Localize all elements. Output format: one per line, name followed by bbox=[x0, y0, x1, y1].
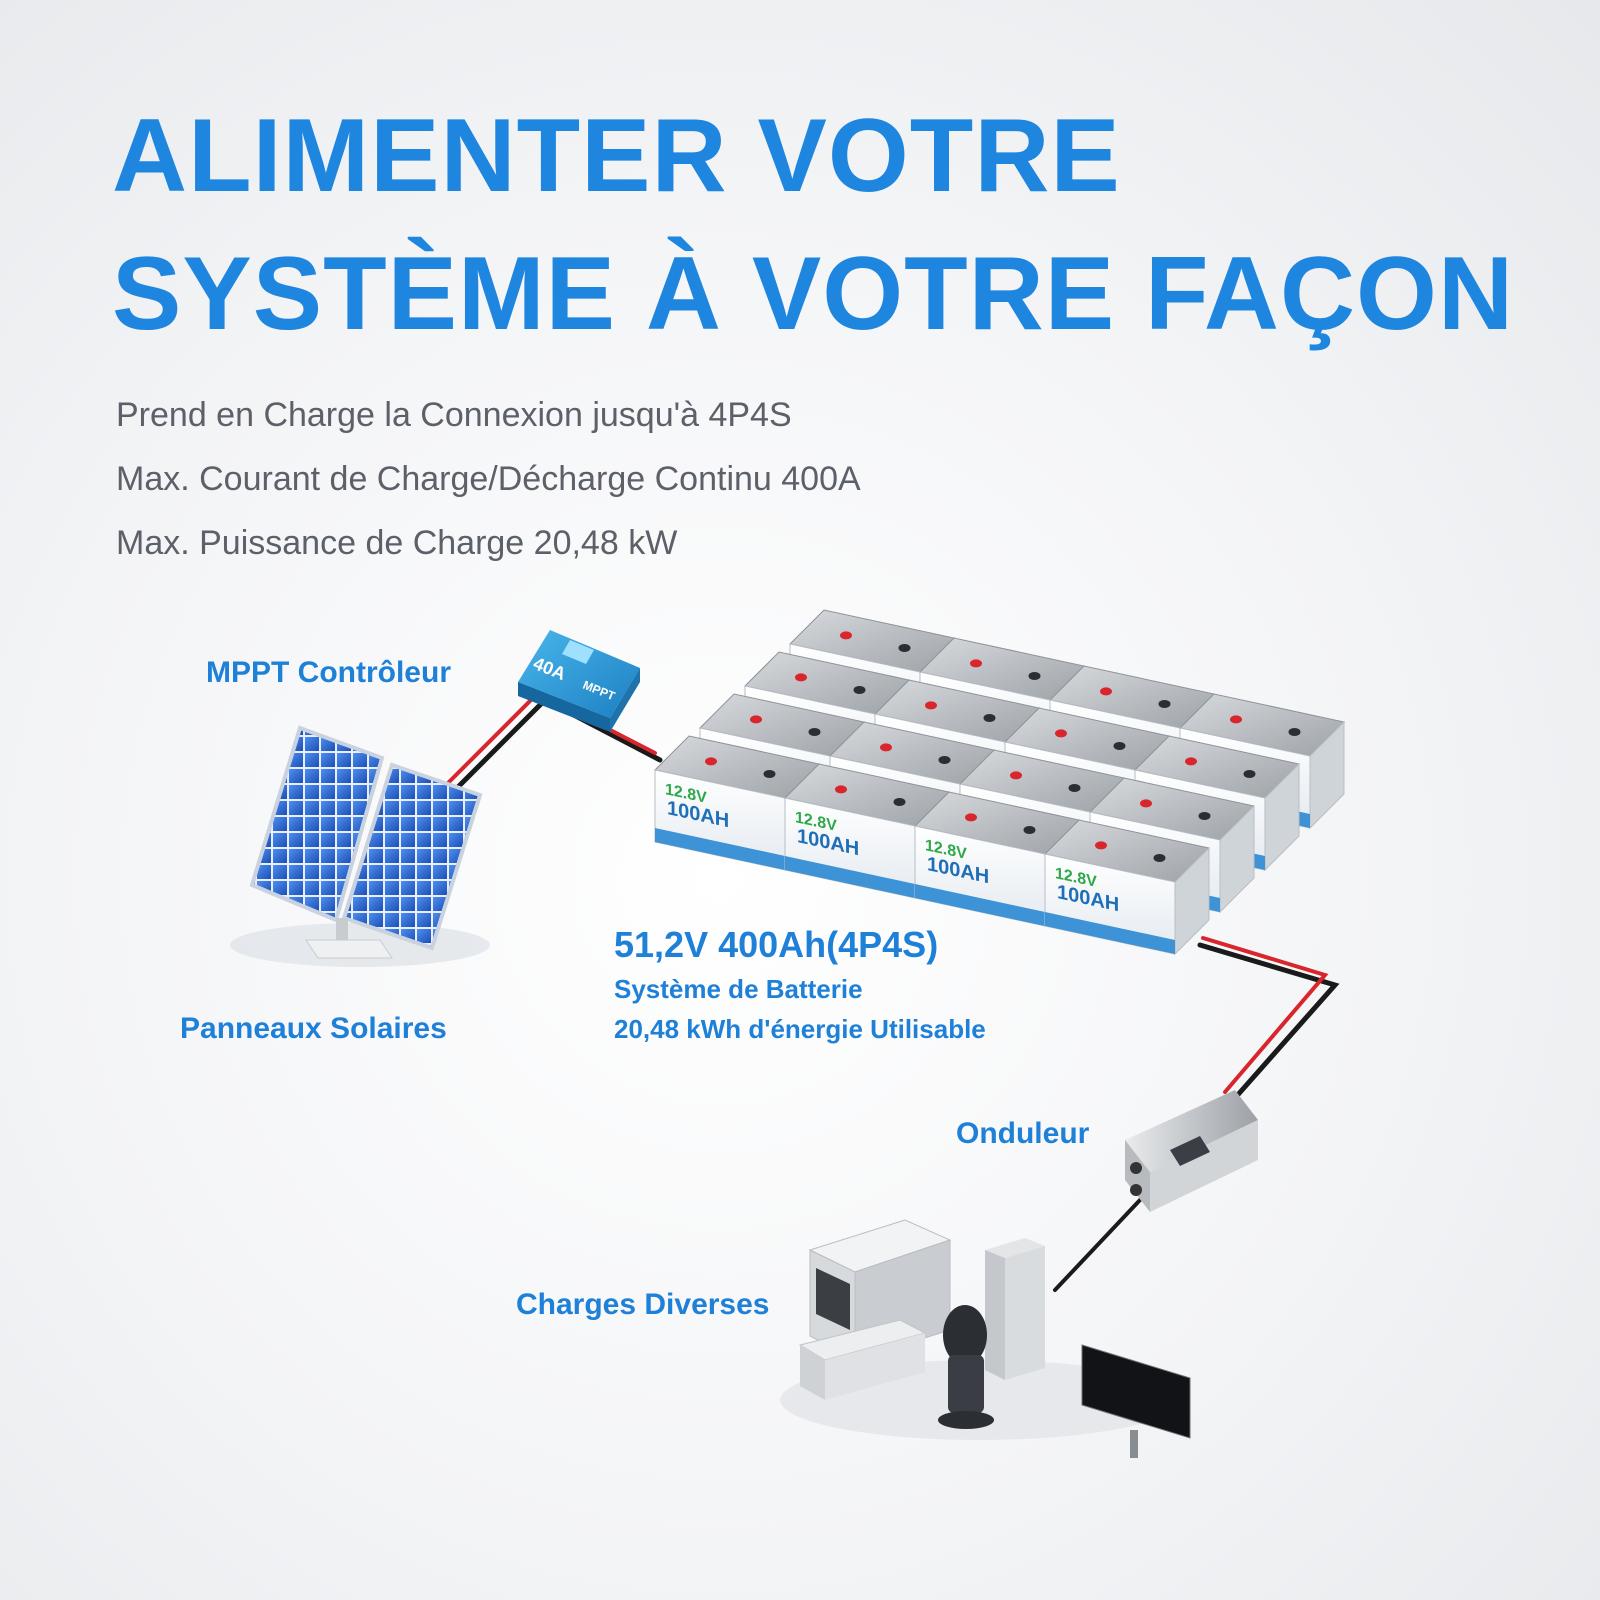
headline-line-1: ALIMENTER VOTRE bbox=[112, 98, 1121, 214]
battery-system-name: Système de Batterie bbox=[614, 974, 863, 1004]
solar-panels bbox=[230, 725, 490, 967]
battery-spec: 51,2V 400Ah(4P4S) bbox=[614, 924, 939, 965]
solar-panels-label: Panneaux Solaires bbox=[180, 1012, 447, 1045]
feature-connection: Prend en Charge la Connexion jusqu'à 4P4… bbox=[116, 396, 792, 434]
inverter bbox=[1125, 1090, 1258, 1212]
appliances bbox=[780, 1219, 1191, 1458]
mppt-controller-label: MPPT Contrôleur bbox=[206, 656, 451, 689]
headline-line-2: SYSTÈME À VOTRE FAÇON bbox=[112, 236, 1515, 352]
inverter-label: Onduleur bbox=[956, 1117, 1090, 1150]
battery-energy: 20,48 kWh d'énergie Utilisable bbox=[614, 1014, 986, 1044]
mppt-controller: 40A MPPT bbox=[518, 630, 640, 732]
feature-current: Max. Courant de Charge/Décharge Continu … bbox=[116, 460, 861, 498]
feature-power: Max. Puissance de Charge 20,48 kW bbox=[116, 524, 678, 562]
loads-label: Charges Diverses bbox=[516, 1288, 770, 1321]
